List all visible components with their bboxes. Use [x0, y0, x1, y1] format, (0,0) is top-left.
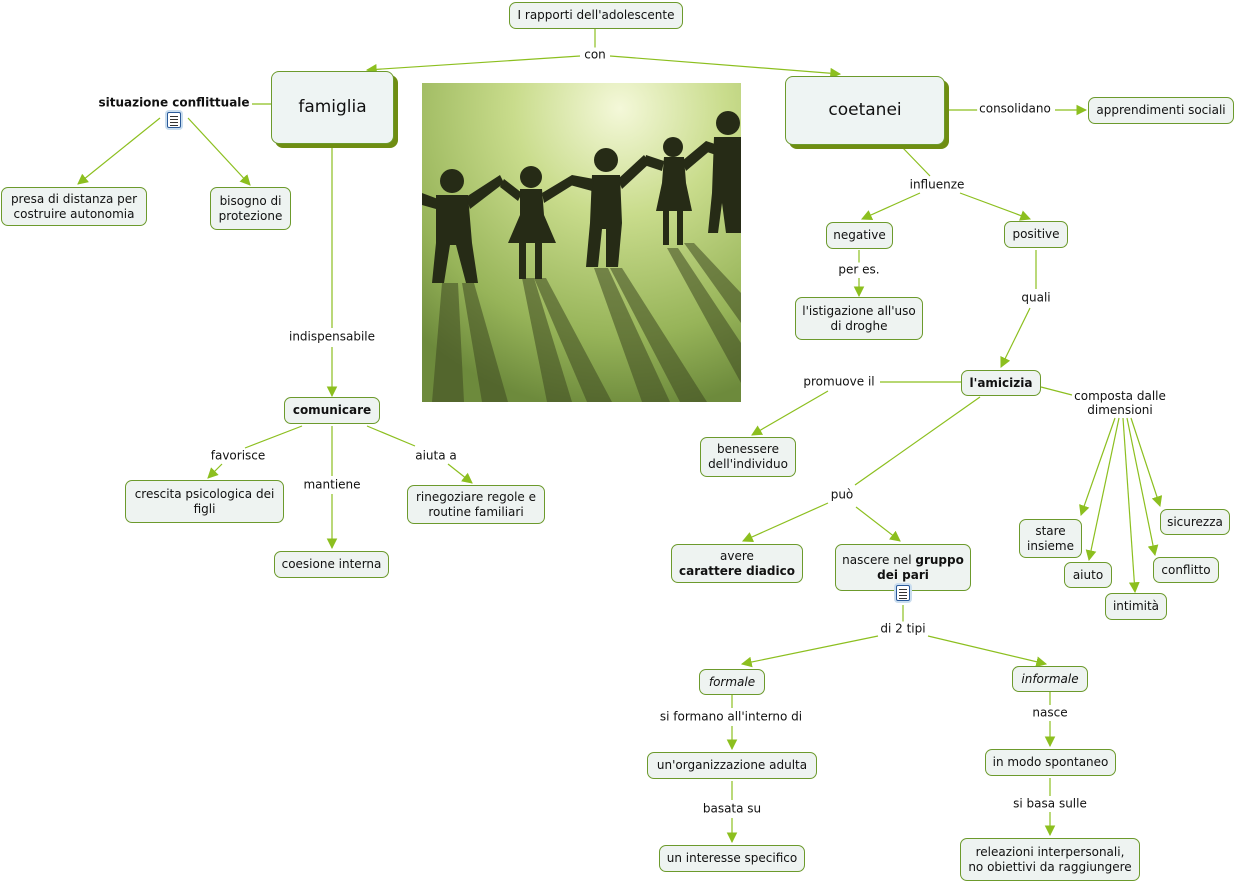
- link-label-favorisce: favorisce: [208, 448, 268, 464]
- organizzazione-adulta-node[interactable]: un'organizzazione adulta: [647, 752, 817, 779]
- interesse-label: un interesse specifico: [666, 851, 798, 865]
- apprendimenti-sociali-node[interactable]: apprendimenti sociali: [1088, 97, 1234, 124]
- link-label-si-basa-sulle: si basa sulle: [1011, 796, 1089, 812]
- amicizia-label: l'amicizia: [969, 375, 1033, 390]
- root-label: I rapporti dell'adolescente: [517, 8, 675, 22]
- comunicare-label: comunicare: [292, 403, 372, 417]
- aiuto-node[interactable]: aiuto: [1064, 562, 1112, 588]
- root-node[interactable]: I rapporti dell'adolescente: [509, 2, 683, 29]
- positive-label: positive: [1012, 227, 1060, 241]
- nascere-bold-1: gruppo: [915, 552, 964, 567]
- document-icon[interactable]: [167, 112, 181, 128]
- bisogno-line-2: protezione: [218, 208, 283, 223]
- crescita-line-1: crescita psicologica dei: [134, 486, 275, 501]
- releazioni-line-2: no obiettivi da raggiungere: [968, 859, 1132, 874]
- composta-line-1: composta dalle: [1074, 389, 1166, 403]
- coetanei-label: coetanei: [828, 100, 902, 120]
- avere-carattere-diadico-node[interactable]: avere carattere diadico: [671, 544, 803, 583]
- coesione-label: coesione interna: [281, 557, 382, 571]
- benessere-node[interactable]: benessere dell'individuo: [700, 437, 796, 477]
- modo-spontaneo-node[interactable]: in modo spontaneo: [985, 749, 1116, 776]
- bisogno-line-1: bisogno di: [219, 193, 282, 208]
- document-icon[interactable]: [896, 585, 910, 601]
- spontaneo-label: in modo spontaneo: [992, 755, 1109, 769]
- conflitto-node[interactable]: conflitto: [1153, 557, 1219, 583]
- link-label-nasce: nasce: [1030, 705, 1070, 721]
- istigazione-line-1: l'istigazione all'uso: [802, 303, 916, 318]
- link-label-mantiene: mantiene: [301, 477, 363, 493]
- conflitto-label: conflitto: [1161, 562, 1211, 577]
- presa-line-1: presa di distanza per: [10, 191, 138, 206]
- rinegoziare-line-1: rinegoziare regole e: [416, 489, 536, 504]
- formale-label: formale: [708, 674, 756, 689]
- crescita-line-2: figli: [193, 501, 216, 516]
- intimita-node[interactable]: intimità: [1105, 593, 1167, 620]
- avere-line-1: avere: [720, 548, 754, 563]
- nascere-bold-2: dei pari: [877, 567, 929, 582]
- friends-silhouette-image: [422, 83, 741, 402]
- positive-node[interactable]: positive: [1004, 221, 1068, 248]
- link-label-promuove-il: promuove il: [801, 374, 877, 390]
- link-label-con: con: [582, 47, 608, 63]
- crescita-psicologica-node[interactable]: crescita psicologica dei figli: [125, 480, 284, 523]
- formale-node[interactable]: formale: [699, 669, 765, 695]
- stare-line-2: insieme: [1027, 538, 1074, 553]
- link-label-basata-su: basata su: [700, 801, 764, 817]
- link-label-indispensabile: indispensabile: [286, 329, 378, 345]
- apprendimenti-label: apprendimenti sociali: [1096, 103, 1226, 117]
- negative-node[interactable]: negative: [826, 222, 893, 249]
- nascere-line-1: nascere nel gruppo: [842, 553, 964, 568]
- benessere-line-1: benessere: [717, 442, 779, 456]
- informale-label: informale: [1021, 671, 1079, 686]
- composta-line-2: dimensioni: [1087, 403, 1153, 417]
- istigazione-node[interactable]: l'istigazione all'uso di droghe: [795, 297, 923, 340]
- releazioni-interpersonali-node[interactable]: releazioni interpersonali, no obiettivi …: [960, 838, 1140, 881]
- coesione-interna-node[interactable]: coesione interna: [274, 551, 389, 578]
- istigazione-line-2: di droghe: [830, 318, 888, 333]
- gruppo-dei-pari-node[interactable]: nascere nel gruppo dei pari: [835, 544, 971, 591]
- benessere-line-2: dell'individuo: [708, 457, 788, 471]
- amicizia-node[interactable]: l'amicizia: [961, 370, 1041, 396]
- link-label-influenze: influenze: [907, 177, 967, 193]
- sicurezza-label: sicurezza: [1167, 514, 1223, 529]
- link-label-per-es: per es.: [836, 262, 882, 278]
- avere-line-2: carattere diadico: [679, 563, 795, 578]
- link-label-si-formano: si formano all'interno di: [657, 709, 805, 725]
- link-label-composta: composta dalle dimensioni: [1072, 389, 1168, 417]
- stare-insieme-node[interactable]: stare insieme: [1019, 519, 1082, 558]
- aiuto-label: aiuto: [1072, 567, 1104, 582]
- presa-di-distanza-node[interactable]: presa di distanza per costruire autonomi…: [1, 187, 147, 226]
- nascere-prefix: nascere nel: [842, 552, 912, 567]
- situazione-conflittuale-label[interactable]: situazione conflittuale: [98, 95, 250, 110]
- bisogno-di-protezione-node[interactable]: bisogno di protezione: [210, 187, 291, 230]
- releazioni-line-1: releazioni interpersonali,: [975, 844, 1125, 859]
- famiglia-label: famiglia: [298, 97, 367, 117]
- rinegoziare-node[interactable]: rinegoziare regole e routine familiari: [407, 485, 545, 524]
- link-label-aiuta-a: aiuta a: [413, 448, 459, 464]
- presa-line-2: costruire autonomia: [13, 206, 135, 221]
- sicurezza-node[interactable]: sicurezza: [1160, 509, 1230, 535]
- coetanei-node[interactable]: coetanei: [785, 76, 945, 145]
- intimita-label: intimità: [1112, 599, 1160, 613]
- link-label-di-2-tipi: di 2 tipi: [878, 621, 928, 637]
- link-label-consolidano: consolidano: [977, 101, 1053, 117]
- link-label-quali: quali: [1019, 290, 1053, 306]
- link-label-puo: può: [828, 487, 856, 503]
- comunicare-node[interactable]: comunicare: [284, 397, 380, 424]
- informale-node[interactable]: informale: [1012, 666, 1088, 692]
- negative-label: negative: [833, 228, 886, 242]
- interesse-specifico-node[interactable]: un interesse specifico: [659, 845, 805, 872]
- famiglia-node[interactable]: famiglia: [271, 71, 394, 144]
- stare-line-1: stare: [1035, 523, 1066, 538]
- rinegoziare-line-2: routine familiari: [428, 504, 524, 519]
- organizzazione-label: un'organizzazione adulta: [656, 758, 808, 772]
